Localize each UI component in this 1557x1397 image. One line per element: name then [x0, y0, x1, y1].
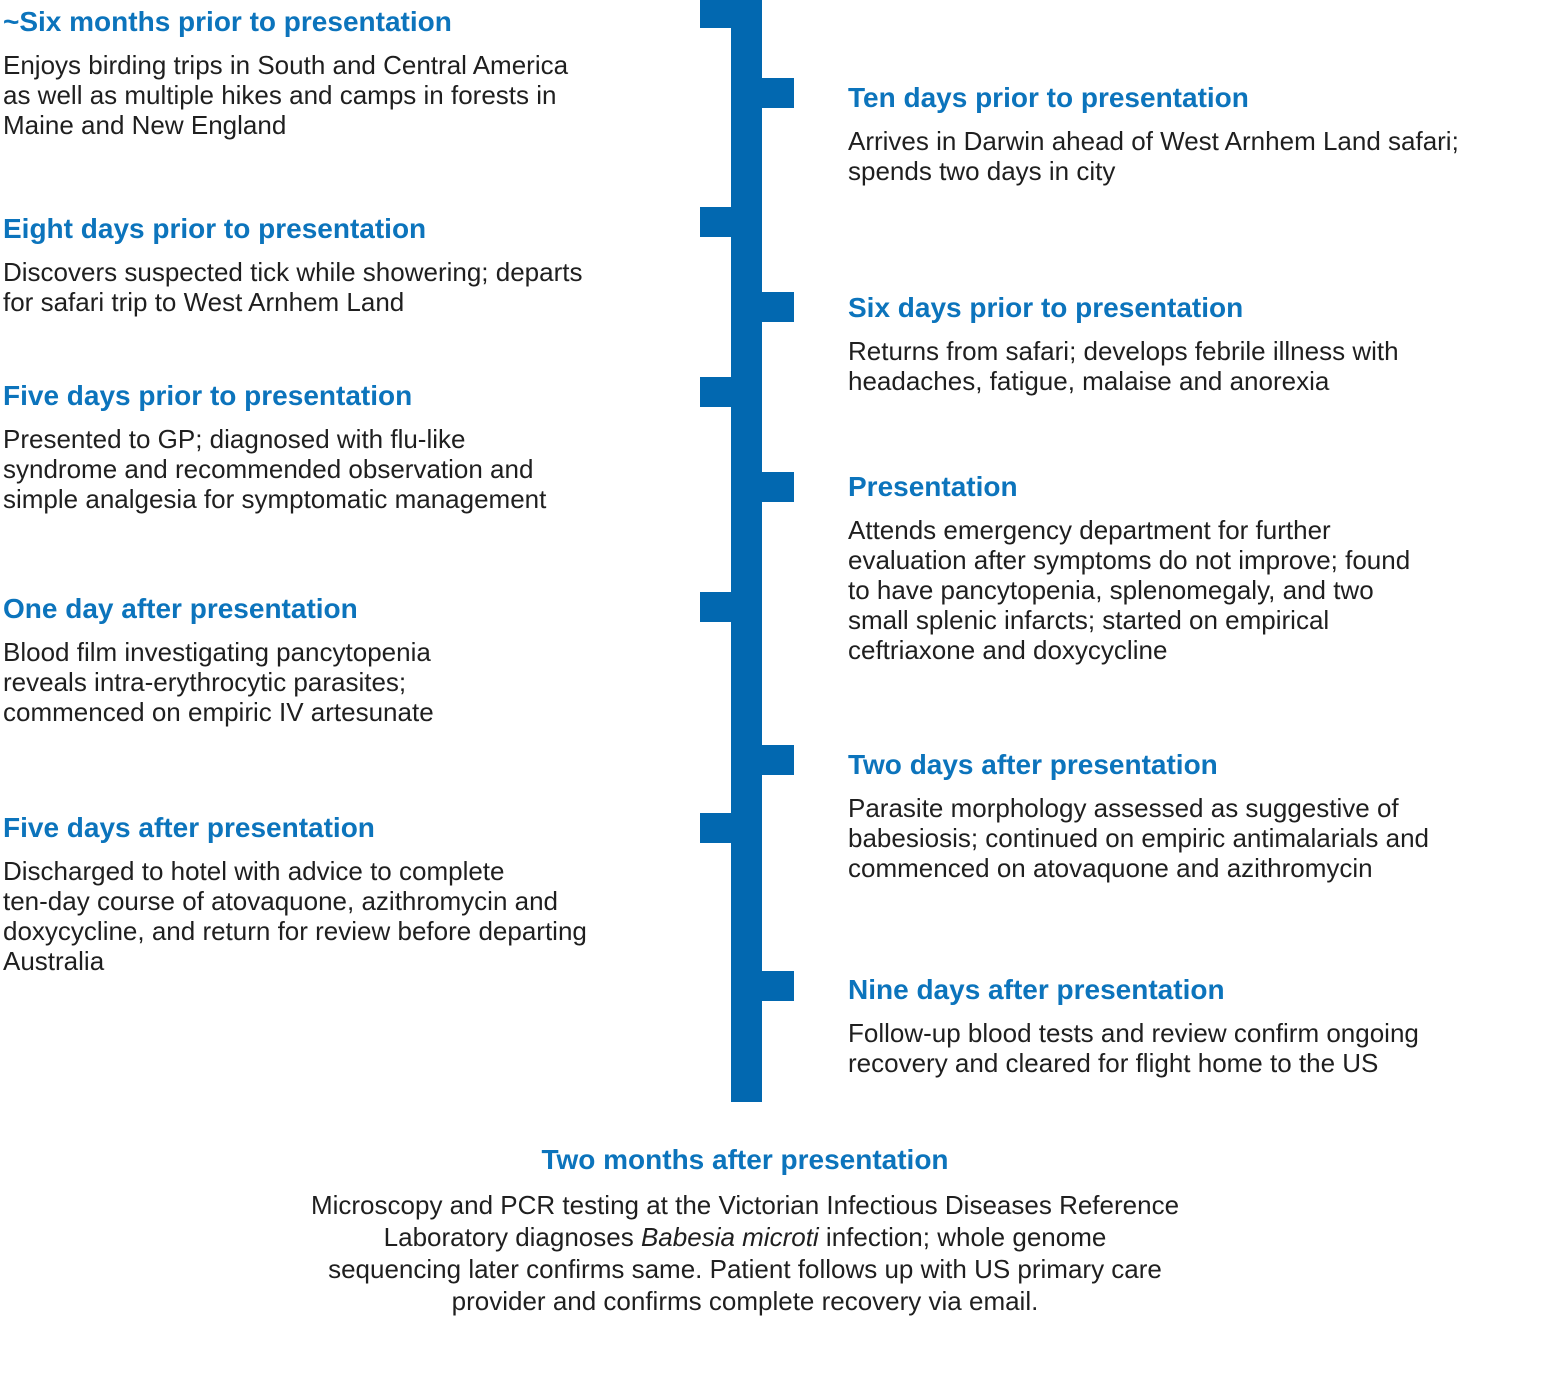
event-title: ~Six months prior to presentation [3, 6, 452, 37]
event-description: Discovers suspected tick while showering… [3, 257, 583, 317]
event-description: Parasite morphology assessed as suggesti… [848, 793, 1429, 883]
event-description: Discharged to hotel with advice to compl… [3, 856, 587, 976]
timeline-event: Five days prior to presentation Presente… [3, 379, 671, 514]
timeline-event: Six days prior to presentation Returns f… [848, 291, 1524, 396]
event-description: Enjoys birding trips in South and Centra… [3, 50, 569, 140]
event-title: Eight days prior to presentation [3, 213, 427, 244]
event-description: Arrives in Darwin ahead of West Arnhem L… [848, 126, 1459, 186]
event-description: Microscopy and PCR testing at the Victor… [95, 1189, 1395, 1317]
event-description: Blood film investigating pancytopenia re… [3, 637, 434, 727]
event-description: Returns from safari; develops febrile il… [848, 336, 1399, 396]
event-title: Two months after presentation [541, 1144, 949, 1175]
timeline-tick-right-3 [760, 472, 794, 502]
timeline-tick-left-5 [700, 813, 734, 843]
timeline-tick-left-1 [700, 0, 734, 28]
event-title: Five days after presentation [3, 812, 375, 843]
event-description: Attends emergency department for further… [848, 515, 1411, 665]
timeline-tick-right-1 [760, 78, 794, 108]
timeline-event: Ten days prior to presentation Arrives i… [848, 81, 1524, 186]
timeline-bar [731, 0, 762, 1102]
footer-text-italic-species: Babesia microti [640, 1222, 819, 1252]
timeline-event: ~Six months prior to presentation Enjoys… [3, 5, 671, 140]
footer-text-before-italic: Microscopy and PCR testing at the Victor… [310, 1190, 1180, 1252]
event-title: Six days prior to presentation [848, 292, 1244, 323]
timeline-tick-right-5 [760, 971, 794, 1001]
timeline-tick-left-2 [700, 207, 734, 237]
timeline-tick-right-4 [760, 745, 794, 775]
timeline-event: Two days after presentation Parasite mor… [848, 748, 1524, 883]
timeline-tick-right-2 [760, 292, 794, 322]
timeline-event: Nine days after presentation Follow-up b… [848, 973, 1524, 1078]
event-title: Presentation [848, 471, 1018, 502]
timeline-event-footer: Two months after presentation Microscopy… [95, 1143, 1395, 1317]
event-description: Follow-up blood tests and review confirm… [848, 1018, 1419, 1078]
timeline-tick-left-4 [700, 592, 734, 622]
event-title: Two days after presentation [848, 749, 1218, 780]
event-title: Nine days after presentation [848, 974, 1225, 1005]
event-title: Five days prior to presentation [3, 380, 413, 411]
event-title: One day after presentation [3, 593, 358, 624]
timeline-event: One day after presentation Blood film in… [3, 592, 671, 727]
timeline-event: Five days after presentation Discharged … [3, 811, 671, 976]
footer-text-after-italic: infection; whole genome sequencing later… [328, 1222, 1162, 1316]
timeline-event: Eight days prior to presentation Discove… [3, 212, 671, 317]
event-description: Presented to GP; diagnosed with flu-like… [3, 424, 547, 514]
timeline-event: Presentation Attends emergency departmen… [848, 470, 1524, 665]
timeline-tick-left-3 [700, 377, 734, 407]
event-title: Ten days prior to presentation [848, 82, 1249, 113]
